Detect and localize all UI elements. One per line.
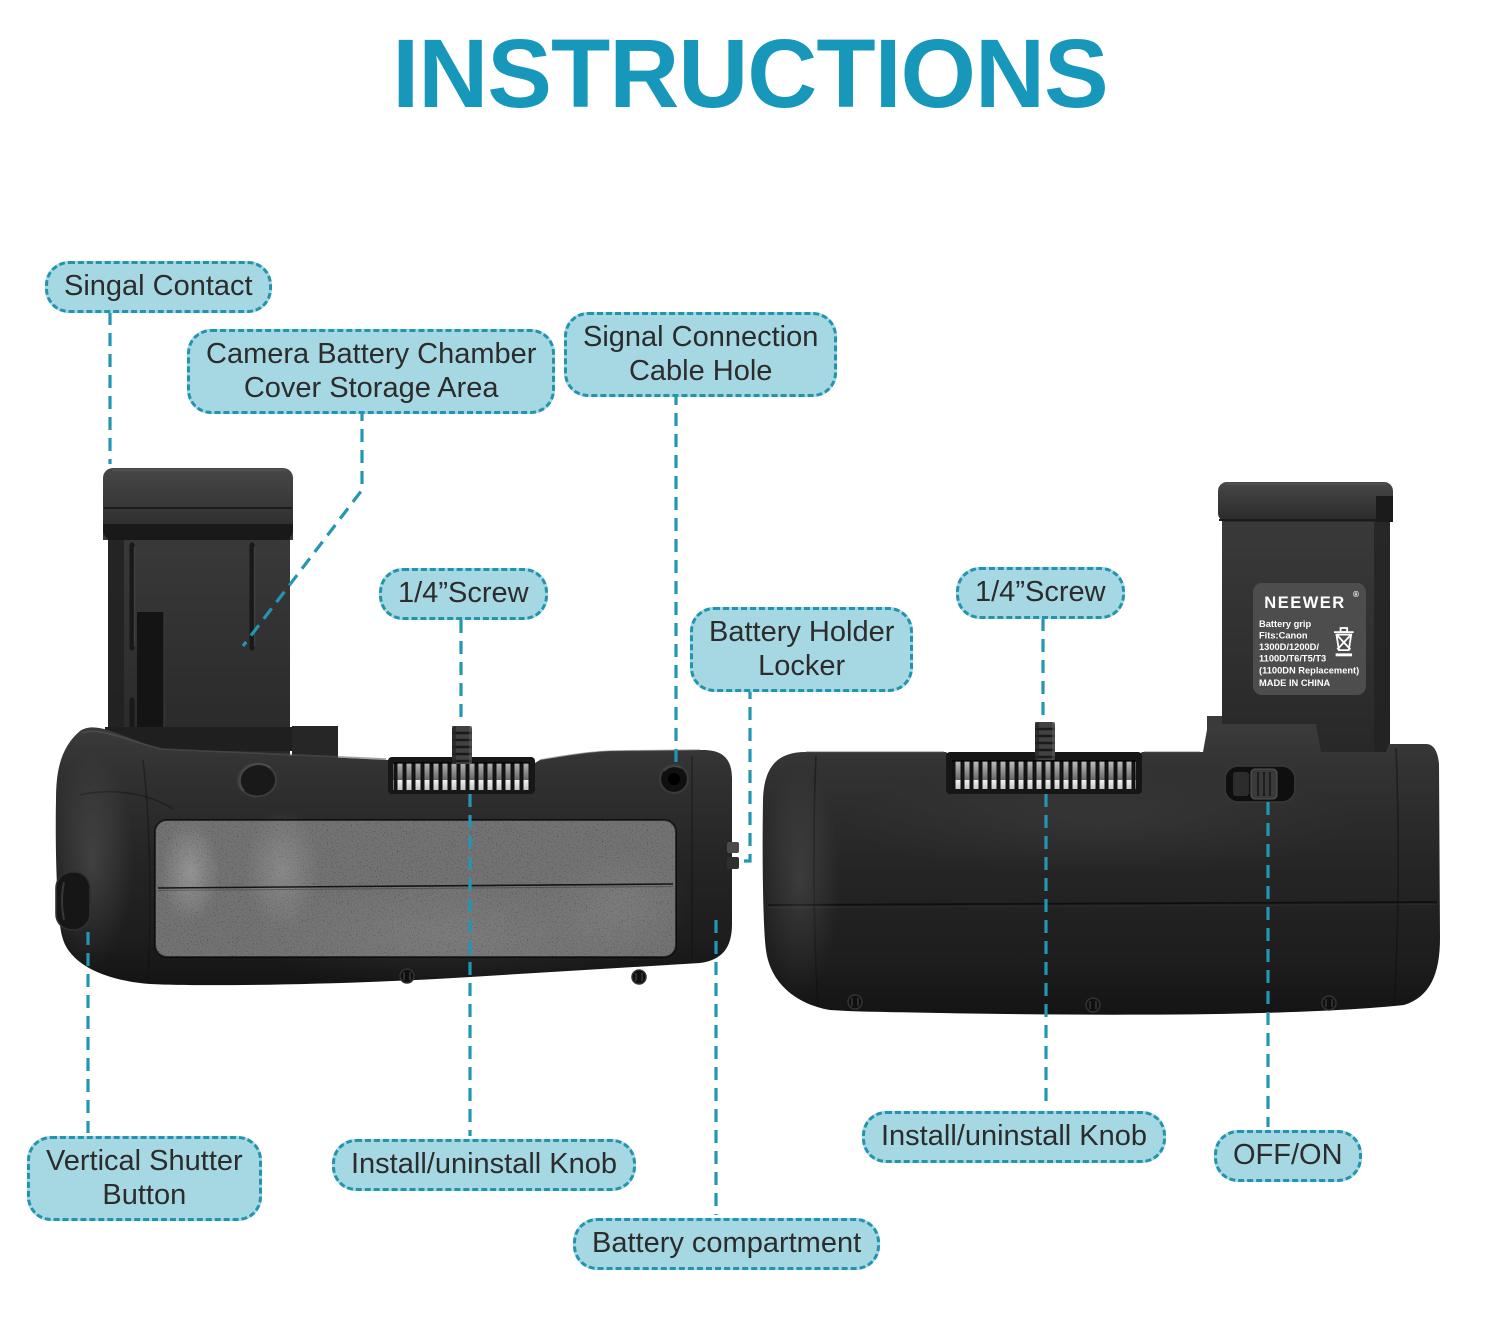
holder-cap-right xyxy=(1218,482,1393,522)
callout-camera-battery-chamber: Camera Battery Chamber Cover Storage Are… xyxy=(187,329,556,415)
round-cover-cap xyxy=(237,762,277,798)
install-uninstall-knob-right xyxy=(946,752,1142,794)
label-line: 1100D/T6/T5/T3 xyxy=(1259,654,1326,664)
callout-singal-contact: Singal Contact xyxy=(45,261,272,313)
label-line: (1100DN Replacement) xyxy=(1259,666,1359,676)
label-line: 1300D/1200D/ xyxy=(1259,642,1319,652)
callout-text: Battery Holder xyxy=(709,616,895,648)
callout-text: Cover Storage Area xyxy=(243,371,499,404)
battery-grip-back-image: NEEWER ® Battery grip Fits:Canon 1300D/1… xyxy=(760,482,1440,1015)
callout-text: Camera Battery Chamber xyxy=(206,338,537,370)
page-title: INSTRUCTIONS xyxy=(392,19,1109,128)
callout-quarter-screw-left: 1/4”Screw xyxy=(379,568,548,620)
off-on-slider xyxy=(1224,765,1296,803)
weee-crossed-bin-icon xyxy=(1334,627,1354,657)
battery-grip-front-image xyxy=(50,468,739,990)
callout-text: Battery compartment xyxy=(592,1227,862,1259)
callout-text: Button xyxy=(102,1178,187,1211)
callout-battery-compartment: Battery compartment xyxy=(573,1218,881,1270)
callout-text: Singal Contact xyxy=(64,270,253,302)
callout-text: OFF/ON xyxy=(1233,1139,1343,1171)
holder-cap xyxy=(103,468,293,540)
callout-text: Signal Connection xyxy=(583,321,819,353)
callout-text: Cable Hole xyxy=(628,354,773,387)
callout-install-uninstall-knob-right: Install/uninstall Knob xyxy=(862,1111,1166,1163)
product-label: NEEWER ® Battery grip Fits:Canon 1300D/1… xyxy=(1253,583,1366,695)
callout-text: 1/4”Screw xyxy=(975,576,1106,608)
callout-battery-holder-locker: Battery Holder Locker xyxy=(690,607,914,693)
bottom-screw-dots-left xyxy=(399,968,647,985)
vertical-shutter-button xyxy=(55,871,91,931)
connector-battery-holder-locker xyxy=(740,686,752,863)
callout-text: Install/uninstall Knob xyxy=(881,1120,1147,1152)
battery-holder-locker-tabs xyxy=(727,842,739,869)
callout-install-uninstall-knob-left: Install/uninstall Knob xyxy=(332,1139,636,1191)
label-line: Battery grip xyxy=(1259,619,1311,629)
label-line: MADE IN CHINA xyxy=(1259,678,1331,688)
brand-text: NEEWER xyxy=(1264,594,1345,612)
label-line: Fits:Canon xyxy=(1259,631,1308,641)
quarter-inch-screw-left xyxy=(452,726,472,764)
connector-camera-battery-chamber xyxy=(241,408,364,647)
callout-off-on: OFF/ON xyxy=(1214,1130,1362,1182)
callout-text: 1/4”Screw xyxy=(398,577,529,609)
rubber-grip-panel xyxy=(154,808,692,990)
registered-mark: ® xyxy=(1353,590,1359,599)
callout-text: Locker xyxy=(758,649,846,682)
callout-text: Install/uninstall Knob xyxy=(351,1148,617,1180)
callout-text: Vertical Shutter xyxy=(46,1145,243,1177)
callout-quarter-screw-right: 1/4”Screw xyxy=(956,567,1125,619)
install-uninstall-knob-left xyxy=(388,757,535,794)
callout-vertical-shutter-button: Vertical Shutter Button xyxy=(27,1136,262,1222)
battery-holder-right: NEEWER ® Battery grip Fits:Canon 1300D/1… xyxy=(1207,482,1393,752)
quarter-inch-screw-right xyxy=(1035,722,1055,760)
bottom-screw-dots-right xyxy=(847,994,1337,1013)
callout-signal-connection-cable-hole: Signal Connection Cable Hole xyxy=(564,312,838,398)
signal-cable-hole xyxy=(658,763,690,795)
